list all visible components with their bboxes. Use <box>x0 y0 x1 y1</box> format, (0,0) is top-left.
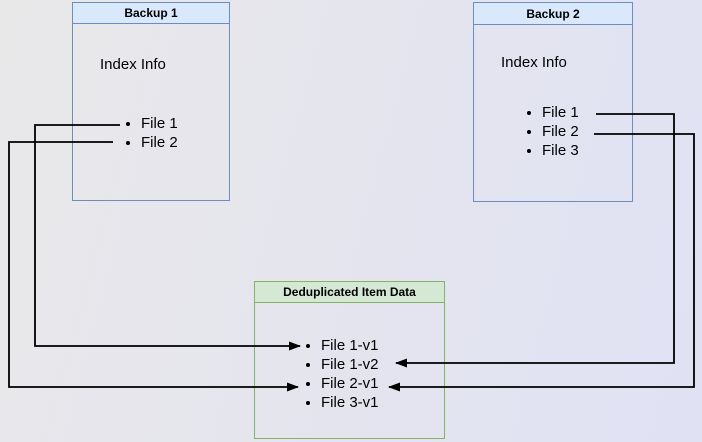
file-item: File 1-v2 <box>321 355 379 374</box>
file-item: File 3 <box>542 141 579 160</box>
file-item: File 2-v1 <box>321 374 379 393</box>
file-item: File 3-v1 <box>321 393 379 412</box>
backup2-box: Backup 2 Index Info File 1File 2File 3 <box>473 2 633 202</box>
backup2-file-list: File 1File 2File 3 <box>512 103 579 160</box>
backup1-index-info-label: Index Info <box>100 56 166 73</box>
dedup-title: Deduplicated Item Data <box>255 282 444 303</box>
backup1-box: Backup 1 Index Info File 1File 2 <box>72 2 230 201</box>
file-item: File 2 <box>542 122 579 141</box>
file-item: File 1 <box>542 103 579 122</box>
file-item: File 2 <box>141 133 178 152</box>
deduplicated-item-data-box: Deduplicated Item Data File 1-v1File 1-v… <box>254 281 445 439</box>
file-item: File 1-v1 <box>321 336 379 355</box>
file-item: File 1 <box>141 114 178 133</box>
backup1-file-list: File 1File 2 <box>111 114 178 152</box>
backup2-index-info-label: Index Info <box>501 54 567 71</box>
backup1-title: Backup 1 <box>73 3 229 24</box>
dedup-file-list: File 1-v1File 1-v2File 2-v1File 3-v1 <box>291 336 379 412</box>
backup2-title: Backup 2 <box>474 3 632 25</box>
